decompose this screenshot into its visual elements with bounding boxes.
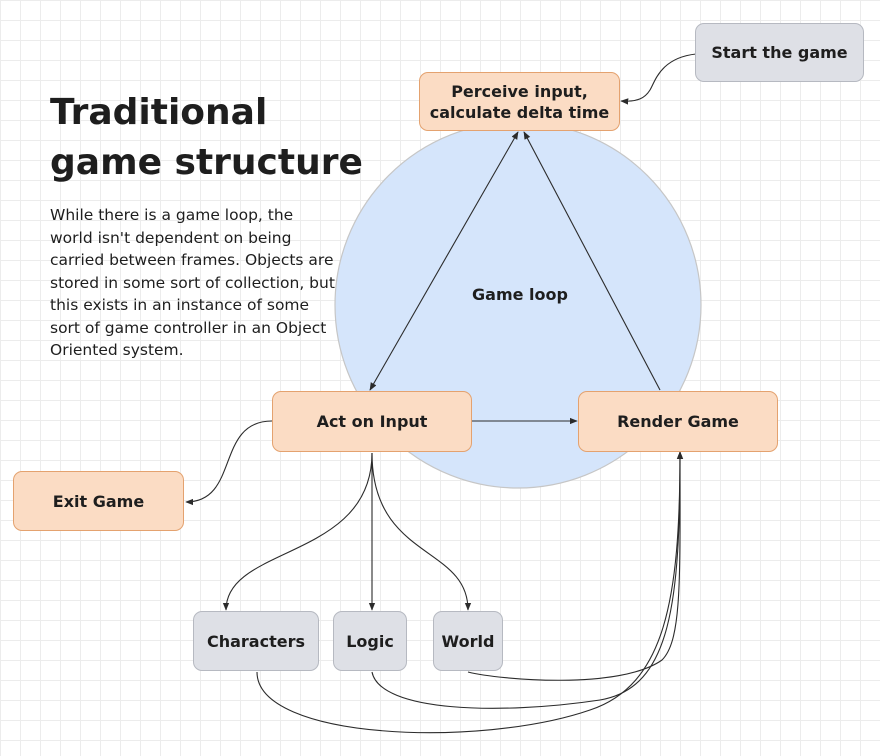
node-logic: Logic	[333, 611, 407, 671]
node-perceive-line-1: Perceive input,	[451, 81, 588, 101]
node-characters: Characters	[193, 611, 319, 671]
edge-act-to-characters	[222, 452, 373, 611]
node-perceive-line-2: calculate delta time	[429, 102, 610, 122]
game-loop-label: Game loop	[472, 285, 568, 304]
node-render-label: Render Game	[617, 412, 739, 431]
node-exit-label: Exit Game	[52, 491, 145, 511]
node-start-game: Start the game	[695, 23, 864, 82]
node-start-game-label: Start the game	[711, 43, 848, 62]
edge-perceive-to-act	[369, 131, 519, 391]
edge-act-to-world	[371, 452, 472, 611]
node-render-game: Render Game	[578, 391, 778, 452]
node-logic-label: Logic	[346, 631, 394, 651]
node-perceive-input: Perceive input, calculate delta time	[419, 72, 620, 131]
node-world-label: World	[441, 631, 495, 651]
edge-characters-to-render	[256, 451, 684, 734]
node-act-on-input: Act on Input	[272, 391, 472, 452]
node-world: World	[433, 611, 503, 671]
node-act-label: Act on Input	[316, 412, 428, 431]
description-text: While there is a game loop, the world is…	[50, 206, 335, 359]
edge-logic-to-render	[371, 451, 684, 709]
title-line-2: game structure	[50, 142, 363, 183]
title-line-1: Traditional	[50, 92, 268, 133]
node-exit-game: Exit Game	[13, 471, 184, 531]
edge-world-to-render	[467, 451, 684, 681]
page-title: Traditional game structure	[50, 88, 370, 188]
node-characters-label: Characters	[206, 631, 305, 651]
edge-start-to-perceive	[620, 53, 697, 105]
edge-act-to-exit	[185, 420, 273, 506]
edge-render-to-perceive	[523, 131, 661, 391]
